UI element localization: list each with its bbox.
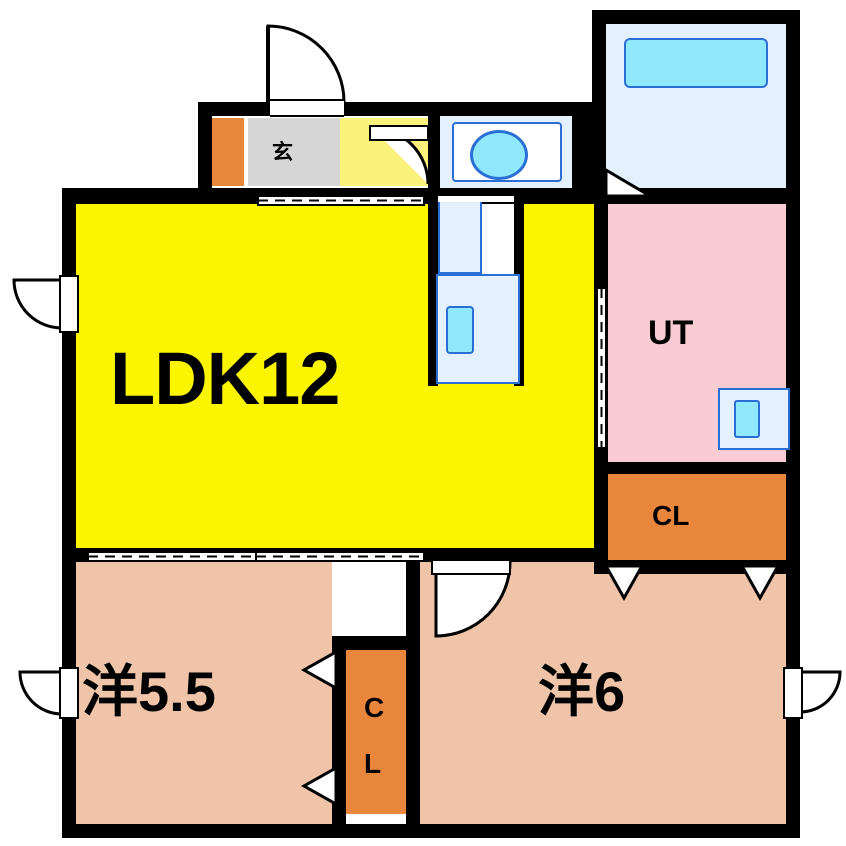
- toilet-bowl: [470, 130, 528, 180]
- entrance-fill: [248, 118, 340, 186]
- wall-ldk-bottom: [62, 548, 608, 562]
- kitchen-sink: [446, 306, 474, 354]
- bathtub: [624, 38, 768, 88]
- wall-ldk-ut: [594, 188, 608, 572]
- label-ut: UT: [648, 314, 694, 352]
- wall-bottom-outer: [62, 824, 800, 838]
- label-entrance: 玄: [272, 141, 293, 164]
- wall-toilet-left: [428, 102, 440, 196]
- wall-hall-left: [198, 102, 212, 202]
- wall-hall-right: [584, 102, 594, 196]
- wall-left-outer: [62, 188, 76, 838]
- wall-bath-top: [592, 10, 800, 24]
- shoe-cabinet: [208, 118, 244, 186]
- wall-bath-left: [592, 10, 606, 196]
- label-closet-ut: CL: [652, 500, 690, 531]
- washer-drum: [734, 400, 760, 438]
- wall-right-outer: [786, 188, 800, 838]
- label-room-b: 洋6: [538, 660, 626, 723]
- wall-closet-mid-top: [332, 636, 420, 650]
- room-a-fill: [70, 560, 332, 830]
- wall-toilet-right: [572, 102, 584, 196]
- wall-hall-top: [198, 102, 592, 116]
- wall-bath-right: [786, 10, 800, 196]
- wall-ut-closet: [600, 462, 792, 474]
- label-ldk: LDK12: [110, 337, 340, 420]
- wall-room-divider: [406, 548, 420, 838]
- label-closet-mid-c: C: [364, 692, 385, 723]
- closet-mid-fill: [332, 648, 420, 814]
- label-room-a: 洋5.5: [82, 660, 216, 723]
- label-closet-mid-l: L: [364, 748, 382, 779]
- wall-kitchen-left: [428, 196, 438, 386]
- closet-ut-fill: [600, 470, 792, 566]
- wall-closet-bottom: [594, 560, 800, 574]
- kitchen-counter: [438, 200, 482, 274]
- wall-closet-mid-left: [332, 636, 346, 838]
- hallway-fill: [340, 118, 432, 186]
